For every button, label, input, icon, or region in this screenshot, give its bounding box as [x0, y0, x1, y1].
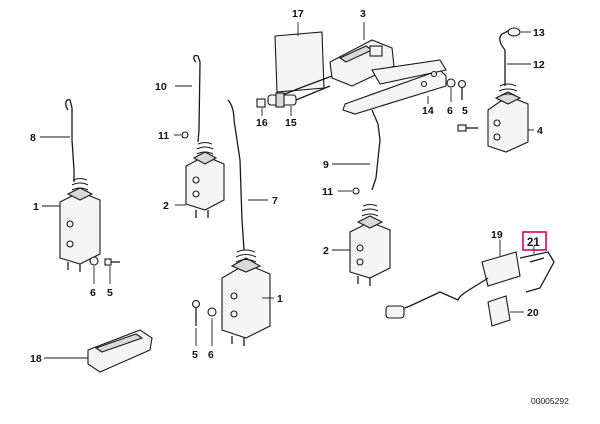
- part-2-actuator-upper: [175, 142, 225, 218]
- callout-7: 7: [272, 195, 278, 207]
- callout-4: 4: [537, 125, 543, 137]
- callout-18: 18: [30, 353, 42, 365]
- callout-5-top: 5: [462, 105, 468, 117]
- callout-9: 9: [323, 159, 329, 171]
- callout-6-top: 6: [447, 105, 453, 117]
- callout-15: 15: [285, 117, 297, 129]
- callout-11-lower: 11: [322, 186, 333, 198]
- callout-3: 3: [360, 8, 366, 20]
- part-20-clip: [487, 295, 524, 327]
- part-5-bolt-top: [457, 79, 478, 132]
- callout-17: 17: [292, 8, 304, 20]
- part-6-washer-lower-middle: [207, 307, 217, 346]
- callout-14: 14: [422, 105, 434, 117]
- part-15-rod-connector: [267, 85, 331, 116]
- part-16-clip: [256, 98, 266, 116]
- part-10-rod: [175, 54, 201, 143]
- callout-6-left: 6: [90, 287, 96, 299]
- part-11-screw-lower: [338, 187, 360, 195]
- callout-19: 19: [491, 229, 503, 241]
- callout-2-upper: 2: [163, 200, 169, 212]
- callout-labels: 17 3 13 12 10 8 16 15 14 6 5 4 11 2 9 7 …: [30, 8, 569, 406]
- callout-12: 12: [533, 59, 545, 71]
- part-14-bracket: [342, 59, 447, 191]
- part-19-switch: [385, 240, 521, 319]
- part-13-cap: [507, 27, 531, 37]
- callout-6-lower: 6: [208, 349, 214, 361]
- part-3-central-actuator: [279, 22, 395, 97]
- part-12-rod: [504, 50, 531, 80]
- part-2-actuator-right: [332, 204, 391, 286]
- part-8-rod: [40, 98, 75, 182]
- callout-13: 13: [533, 27, 545, 39]
- callout-5-left: 5: [107, 287, 113, 299]
- part-6-washer-left: [89, 256, 99, 284]
- callout-21-highlight-box: [522, 231, 547, 251]
- part-18-trim: [44, 329, 153, 373]
- part-5-bolt-lower-middle: [191, 299, 201, 346]
- callout-16: 16: [256, 117, 268, 129]
- part-7-long-rod: [227, 99, 268, 251]
- callout-20: 20: [527, 307, 539, 319]
- part-1-actuator-lower: [221, 249, 274, 346]
- reference-number: 00005292: [531, 396, 569, 406]
- callout-11-top: 11: [158, 130, 169, 142]
- callout-8: 8: [30, 132, 36, 144]
- callout-1-left: 1: [33, 201, 39, 213]
- part-11-screw-top: [174, 131, 189, 139]
- callout-2-right: 2: [323, 245, 329, 257]
- callout-21: 21: [527, 237, 540, 249]
- part-5-bolt-left: [104, 258, 120, 284]
- part-6-washer-top: [446, 78, 456, 102]
- callout-10: 10: [155, 81, 167, 93]
- part-21-spring-clip: [519, 246, 555, 293]
- part-4-actuator-right: [487, 29, 534, 153]
- part-1-actuator-left: [42, 178, 101, 272]
- callout-1-lower: 1: [277, 293, 283, 305]
- callout-5-lower: 5: [192, 349, 198, 361]
